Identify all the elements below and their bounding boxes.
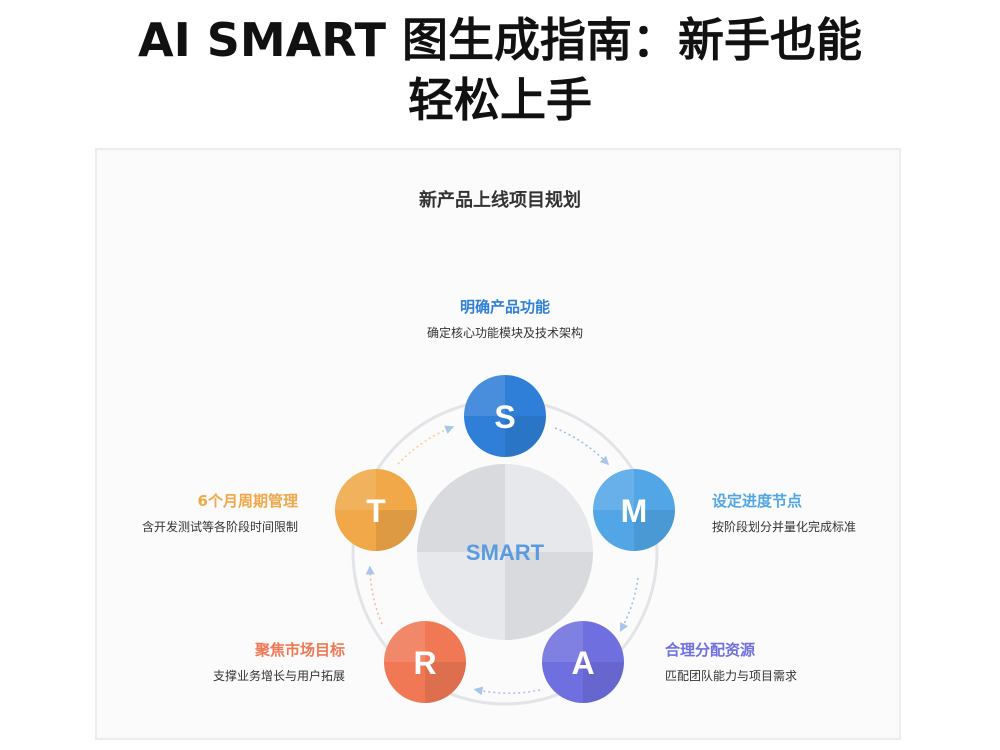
arrow-r-to-t [365,565,383,625]
label-a-desc: 匹配团队能力与项目需求 [665,669,798,683]
headline: AI SMART 图生成指南：新手也能 轻松上手 [0,10,1000,130]
node-t: T [335,469,417,551]
node-r: R [384,621,466,703]
label-r-title: 聚焦市场目标 [254,641,345,659]
center-label: SMART [466,540,545,565]
label-m: 设定进度节点 按阶段划分并量化完成标准 [712,490,856,537]
label-r-desc: 支撑业务增长与用户拓展 [212,669,345,683]
arrow-t-to-s [397,425,455,465]
label-t: 6个月周期管理 含开发测试等各阶段时间限制 [110,490,298,537]
headline-line-1: AI SMART 图生成指南：新手也能 [138,13,862,67]
label-s-title: 明确产品功能 [459,298,550,316]
label-s: 明确产品功能 确定核心功能模块及技术架构 [405,296,605,343]
node-s: S [464,375,546,457]
headline-line-2: 轻松上手 [408,73,592,127]
label-a: 合理分配资源 匹配团队能力与项目需求 [665,639,797,686]
label-m-desc: 按阶段划分并量化完成标准 [712,520,857,534]
label-a-title: 合理分配资源 [665,641,756,659]
node-a: A [542,621,624,703]
label-t-desc: 含开发测试等各阶段时间限制 [141,520,298,534]
label-s-desc: 确定核心功能模块及技术架构 [426,326,583,340]
arrow-a-to-r [473,686,541,696]
node-a-letter: A [571,645,594,681]
diagram-title: 新产品上线项目规划 [419,190,581,211]
label-r: 聚焦市场目标 支撑业务增长与用户拓展 [140,639,345,686]
arrow-s-to-m [554,427,610,466]
node-r-letter: R [413,645,436,681]
node-s-letter: S [494,399,515,435]
node-t-letter: T [366,493,386,529]
center-disc [417,464,593,640]
label-m-title: 设定进度节点 [712,492,803,510]
node-m-letter: M [621,493,648,529]
label-t-title: 6个月周期管理 [197,492,298,510]
node-m: M [593,469,675,551]
arrow-m-to-a [619,577,639,632]
